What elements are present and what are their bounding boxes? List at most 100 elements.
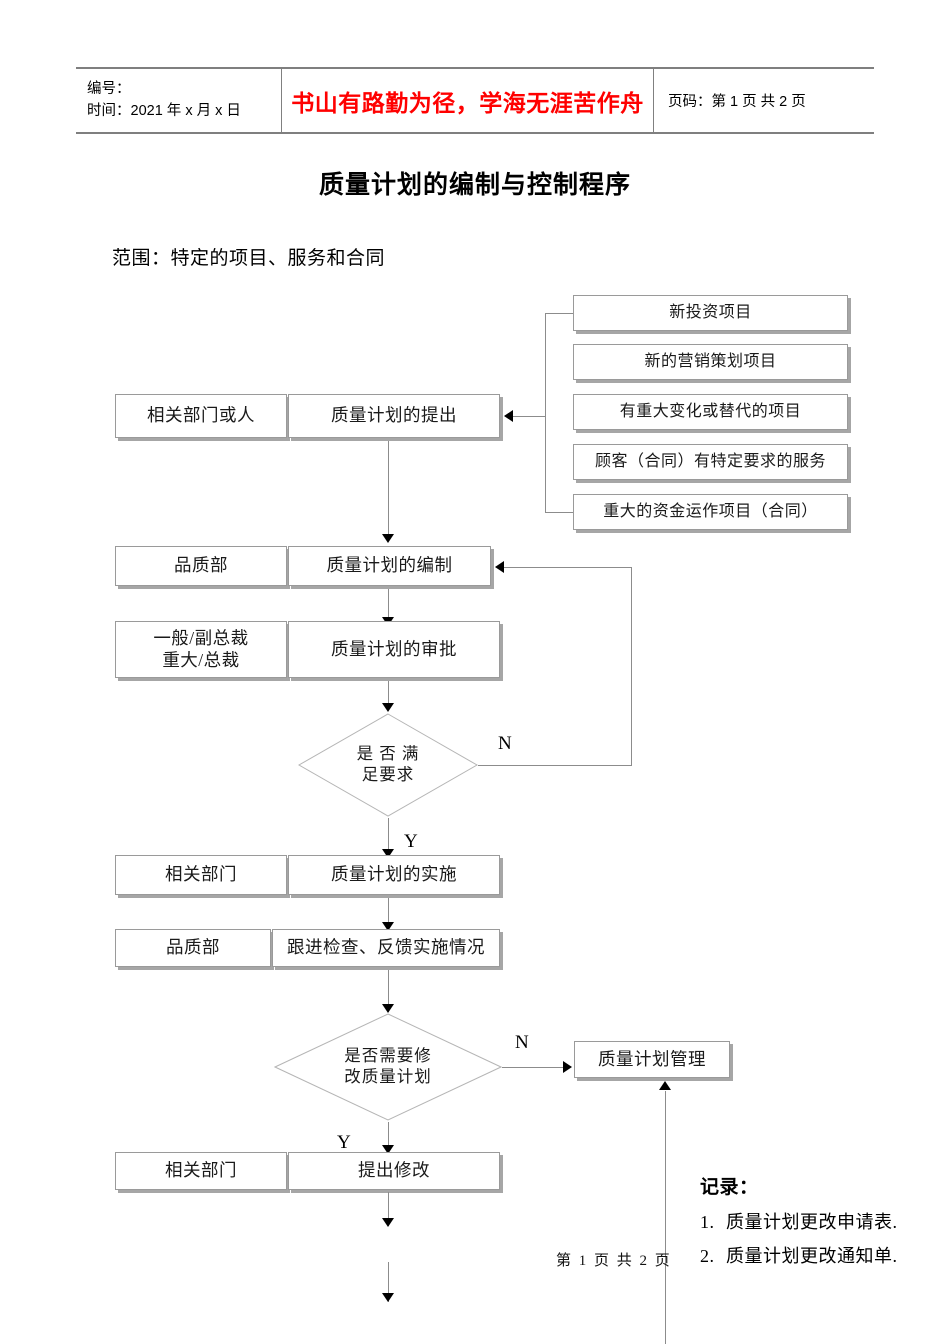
process-box-5-label: 跟进检查、反馈实施情况: [287, 937, 485, 958]
decision-diamond-2-text: 是否需要修 改质量计划: [274, 1013, 502, 1121]
process-box-1-label: 质量计划的提出: [331, 405, 457, 426]
responsibility-box-2-label: 品质部: [174, 555, 228, 576]
process-box-4-label: 质量计划的实施: [331, 864, 457, 885]
responsibility-box-4[interactable]: 相关部门: [115, 855, 287, 895]
trigger-to-process-arrow-icon: [504, 410, 513, 422]
decision-diamond-1-shape: [298, 713, 478, 817]
decision-1-yes-label: Y: [404, 831, 418, 852]
connector-1-vertical: [388, 441, 389, 536]
feedback-vertical-line: [665, 1091, 666, 1344]
record-item-2: 2. 质量计划更改通知单.: [700, 1242, 945, 1268]
trigger-box-3-label: 有重大变化或替代的项目: [619, 403, 802, 421]
records-block: 记录： 1. 质量计划更改申请表. 2. 质量计划更改通知单.: [700, 1172, 945, 1276]
trigger-box-1-label: 新投资项目: [669, 304, 752, 322]
header-cell-pagination: 页码：第 1 页 共 2 页: [654, 69, 874, 132]
responsibility-box-1-label: 相关部门或人: [147, 405, 255, 426]
trigger-box-2[interactable]: 新的营销策划项目: [573, 344, 848, 380]
connector-5-arrow-icon: [382, 1004, 394, 1013]
footer-page-number: 第 1 页 共 2 页: [556, 1253, 672, 1269]
connector-7-vertical: [388, 1262, 389, 1302]
process-box-3[interactable]: 质量计划的审批: [288, 621, 500, 678]
connector-1-arrow-icon: [382, 534, 394, 543]
decision-1-yes-arrow-icon: [382, 849, 394, 858]
trigger-box-1[interactable]: 新投资项目: [573, 295, 848, 331]
feedback-arrow-icon: [659, 1081, 671, 1090]
decision-2-yes-vertical: [388, 1122, 389, 1150]
decision-diamond-1-text: 是 否 满 足要求: [298, 713, 478, 817]
responsibility-box-3[interactable]: 一般/副总裁 重大/总裁: [115, 621, 287, 678]
connector-3-vertical: [388, 681, 389, 709]
side-box-label: 质量计划管理: [598, 1048, 706, 1069]
connector-6-arrow-icon: [382, 1218, 394, 1227]
responsibility-box-3-label-line2: 重大/总裁: [162, 649, 240, 670]
decision-2-yes-label: Y: [337, 1132, 351, 1153]
trigger-bracket-bottom-stub: [545, 512, 573, 513]
header-slogan-text: 书山有路勤为径，学海无涯苦作舟: [291, 90, 644, 116]
trigger-box-3[interactable]: 有重大变化或替代的项目: [573, 394, 848, 430]
header-page-text: 页码：第 1 页 共 2 页: [668, 94, 806, 110]
trigger-to-process-line: [513, 416, 545, 417]
responsibility-box-5-label: 品质部: [166, 937, 220, 958]
trigger-bracket-top-stub: [545, 313, 573, 314]
decision-2-no-label: N: [515, 1032, 529, 1053]
responsibility-box-3-label-line1: 一般/副总裁: [153, 628, 249, 649]
decision-1-no-horizontal: [478, 765, 632, 766]
connector-4-vertical: [388, 898, 389, 926]
process-box-6-label: 提出修改: [358, 1160, 430, 1181]
trigger-box-4[interactable]: 顾客（合同）有特定要求的服务: [573, 444, 848, 480]
header-cell-slogan: 书山有路勤为径，学海无涯苦作舟: [282, 69, 654, 132]
trigger-bracket-vertical: [545, 313, 546, 512]
connector-5-vertical: [388, 970, 389, 1012]
record-item-2-text: 质量计划更改通知单.: [726, 1246, 898, 1266]
connector-6-vertical: [388, 1192, 389, 1226]
process-box-5[interactable]: 跟进检查、反馈实施情况: [272, 929, 500, 967]
decision-1-no-arrow-icon: [495, 561, 504, 573]
scope-text: 范围：特定的项目、服务和合同: [112, 248, 386, 269]
trigger-box-5[interactable]: 重大的资金运作项目（合同）: [573, 494, 848, 530]
responsibility-box-4-label: 相关部门: [165, 864, 237, 885]
process-box-1[interactable]: 质量计划的提出: [288, 394, 500, 438]
responsibility-box-1[interactable]: 相关部门或人: [115, 394, 287, 438]
responsibility-box-6-label: 相关部门: [165, 1160, 237, 1181]
decision-2-no-horizontal: [502, 1067, 565, 1068]
responsibility-box-6[interactable]: 相关部门: [115, 1152, 287, 1190]
record-item-2-number: 2.: [700, 1246, 715, 1266]
decision-diamond-2-line1: 是否需要修: [344, 1046, 432, 1066]
responsibility-box-5[interactable]: 品质部: [115, 929, 271, 967]
header-cell-meta: 编号： 时间：2021 年 x 月 x 日: [76, 69, 282, 132]
page-title: 质量计划的编制与控制程序: [318, 171, 631, 199]
connector-3-arrow-icon: [382, 703, 394, 712]
decision-diamond-1[interactable]: 是 否 满 足要求: [298, 713, 478, 817]
decision-1-yes-vertical: [388, 818, 389, 854]
decision-diamond-1-line2: 足要求: [361, 765, 415, 784]
connector-2-vertical: [388, 589, 389, 620]
process-box-3-label: 质量计划的审批: [331, 638, 457, 659]
trigger-box-2-label: 新的营销策划项目: [644, 353, 777, 371]
record-item-1-number: 1.: [700, 1212, 715, 1232]
responsibility-box-2[interactable]: 品质部: [115, 546, 287, 586]
decision-diamond-2-line2: 改质量计划: [344, 1067, 432, 1086]
header-date-label: 时间：2021 年 x 月 x 日: [87, 102, 241, 119]
document-header-table: 编号： 时间：2021 年 x 月 x 日 书山有路勤为径，学海无涯苦作舟 页码…: [76, 67, 874, 134]
decision-diamond-2[interactable]: 是否需要修 改质量计划: [274, 1013, 502, 1121]
process-box-6[interactable]: 提出修改: [288, 1152, 500, 1190]
decision-diamond-1-line1: 是 否 满: [356, 744, 420, 764]
record-item-1-text: 质量计划更改申请表.: [726, 1212, 898, 1232]
process-box-2[interactable]: 质量计划的编制: [288, 546, 491, 586]
trigger-box-4-label: 顾客（合同）有特定要求的服务: [594, 453, 826, 471]
process-box-4[interactable]: 质量计划的实施: [288, 855, 500, 895]
side-box-quality-plan-management[interactable]: 质量计划管理: [574, 1041, 730, 1078]
record-item-1: 1. 质量计划更改申请表.: [700, 1208, 945, 1234]
decision-1-no-vertical: [631, 567, 632, 766]
decision-1-no-return-horizontal: [504, 567, 632, 568]
connector-4-arrow-icon: [382, 922, 394, 931]
records-title: 记录：: [700, 1177, 759, 1198]
decision-2-yes-arrow-icon: [382, 1145, 394, 1154]
header-number-label: 编号：: [87, 81, 131, 98]
connector-7-arrow-icon: [382, 1293, 394, 1302]
decision-1-no-label: N: [498, 733, 512, 754]
decision-2-no-arrow-icon: [563, 1061, 572, 1073]
decision-diamond-2-shape: [274, 1013, 502, 1121]
process-box-2-label: 质量计划的编制: [326, 555, 453, 576]
